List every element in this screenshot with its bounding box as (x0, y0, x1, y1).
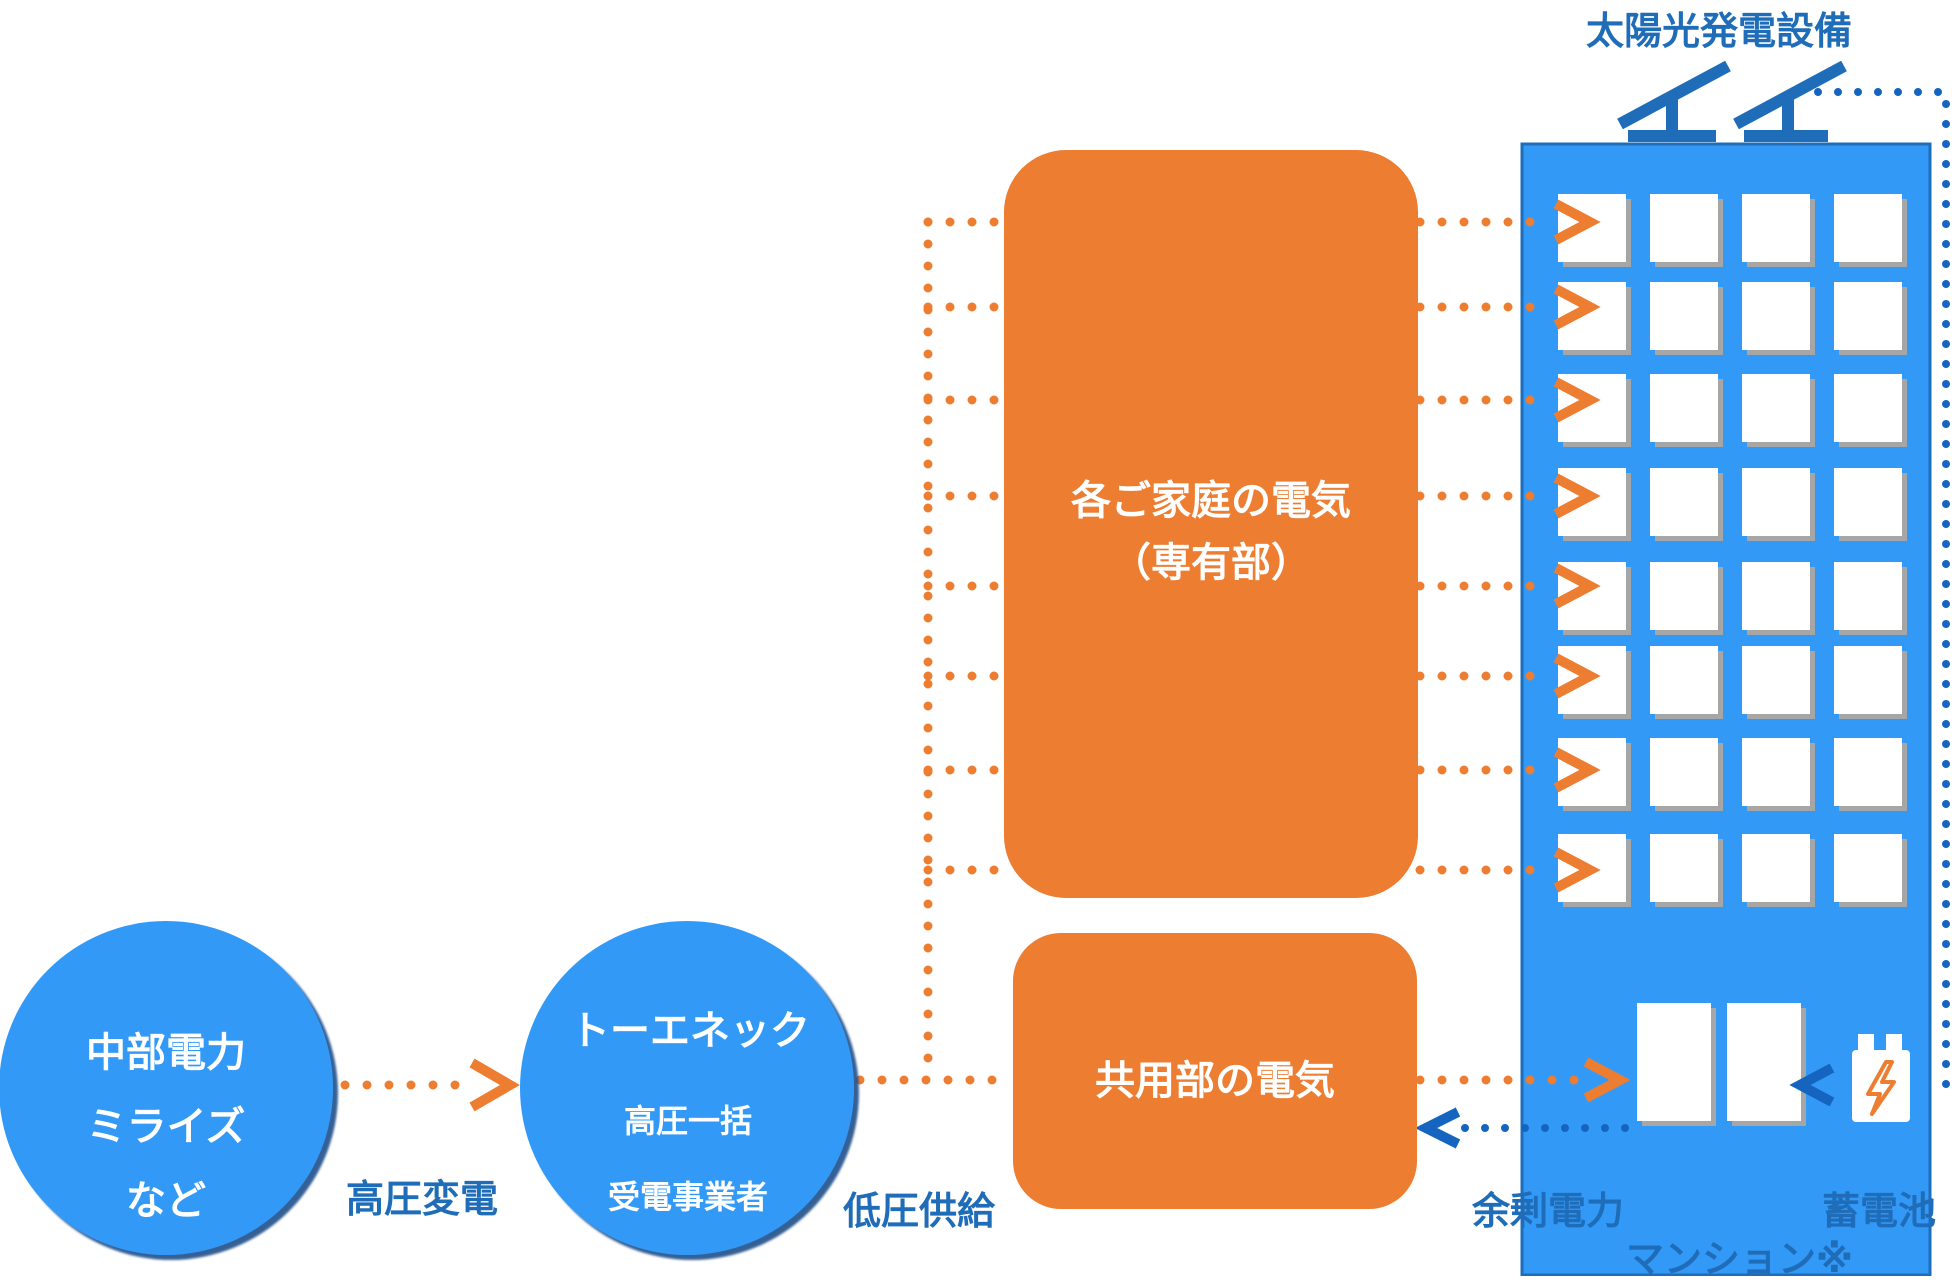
toenec-circle (520, 921, 854, 1255)
low-voltage-distribution-lines (340, 217, 1585, 1090)
window-8-3 (1742, 834, 1810, 902)
chubu-line-3: など (126, 1178, 206, 1224)
lightning-icon (1866, 1060, 1896, 1116)
battery-icon (1852, 1034, 1910, 1122)
household-line-2: （専有部） (1111, 540, 1311, 586)
window-6-2 (1650, 646, 1718, 714)
solar-label: 太陽光発電設備 (1586, 9, 1853, 53)
arrow-right-icon (1553, 284, 1601, 330)
window-3-3 (1742, 374, 1810, 442)
arrow-right-icon (1553, 847, 1601, 893)
window-1-4 (1834, 194, 1902, 262)
toenec-sub1: 高圧一括 (623, 1102, 752, 1140)
window-7-3 (1742, 738, 1810, 806)
mansion-label: マンション※ (1626, 1237, 1853, 1281)
arrow-right-icon (1553, 377, 1601, 423)
window-4-2 (1650, 468, 1718, 536)
window-5-2 (1650, 562, 1718, 630)
window-5-3 (1742, 562, 1810, 630)
arrow-right-icon (1553, 473, 1601, 519)
window-8-2 (1650, 834, 1718, 902)
window-1-3 (1742, 194, 1810, 262)
arrow-right-icon (469, 1058, 520, 1112)
window-2-3 (1742, 282, 1810, 350)
arrow-right-icon (1553, 653, 1601, 699)
toenec-title: トーエネック (570, 1008, 810, 1054)
window-1-2 (1650, 194, 1718, 262)
window-8-4 (1834, 834, 1902, 902)
arrow-left-icon (1414, 1063, 1835, 1149)
window-6-4 (1834, 646, 1902, 714)
low-voltage-label: 低圧供給 (843, 1189, 996, 1233)
window-6-3 (1742, 646, 1810, 714)
solar-panel-icon (1617, 60, 1847, 142)
window-3-4 (1834, 374, 1902, 442)
toenec-sub2: 受電事業者 (607, 1178, 768, 1216)
battery-label: 蓄電池 (1822, 1189, 1937, 1233)
high-voltage-label: 高圧変電 (346, 1177, 499, 1221)
window-2-4 (1834, 282, 1902, 350)
common-area-box (1013, 933, 1417, 1209)
chubu-line-2: ミライズ (86, 1104, 246, 1150)
window-7-2 (1650, 738, 1718, 806)
window-3-2 (1650, 374, 1718, 442)
chubu-label: 中部電力 ミライズ など (46, 1016, 286, 1238)
supply-arrows (469, 199, 1631, 1112)
chubu-circle (0, 921, 333, 1255)
household-line-1: 各ご家庭の電気 (1071, 478, 1351, 524)
arrow-right-icon (1553, 563, 1601, 609)
window-7-4 (1834, 738, 1902, 806)
window-5-4 (1834, 562, 1902, 630)
window-4-3 (1742, 468, 1810, 536)
household-box (1004, 150, 1418, 898)
arrow-right-icon (1583, 1057, 1631, 1103)
chubu-line-1: 中部電力 (86, 1030, 246, 1076)
household-label: 各ご家庭の電気 （専有部） (1004, 470, 1418, 594)
window-4-4 (1834, 468, 1902, 536)
window-2-2 (1650, 282, 1718, 350)
building-windows (1558, 194, 1907, 907)
arrow-right-icon (1553, 747, 1601, 793)
common-area-label: 共用部の電気 (1095, 1058, 1335, 1104)
apartment-building (1520, 142, 1932, 1276)
entrance-doors (1637, 1003, 1806, 1126)
arrow-right-icon (1553, 199, 1601, 245)
surplus-label: 余剰電力 (1472, 1189, 1625, 1233)
